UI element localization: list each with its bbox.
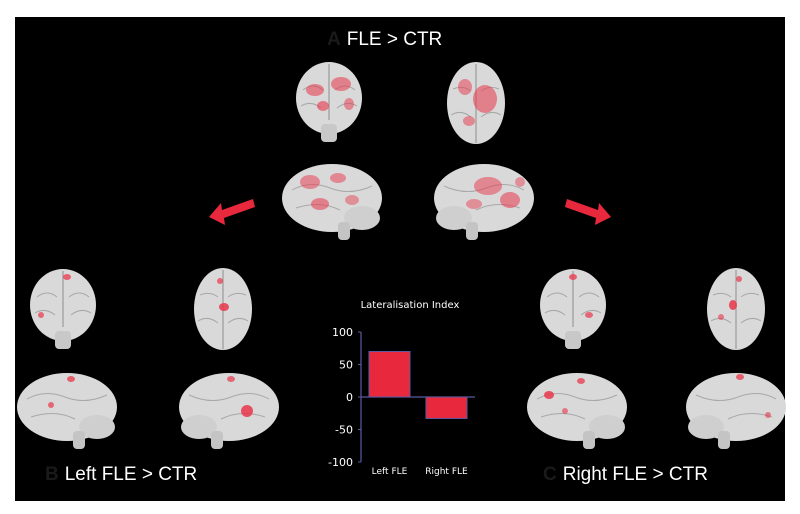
panel-c-label: Right FLE > CTR	[562, 464, 708, 485]
right-arrow-icon	[565, 199, 611, 225]
y-tick-label: 50	[339, 359, 353, 372]
panel-b-label: Left FLE > CTR	[64, 464, 198, 485]
y-tick-label: 100	[332, 326, 353, 339]
y-tick-label: 0	[346, 391, 353, 404]
panel-c-brain-top	[707, 268, 765, 350]
panel-a-brain-top	[447, 62, 505, 144]
panel-b-brain-front	[30, 269, 96, 349]
panel-b-brain-right-lateral	[179, 373, 279, 449]
panel-b-brain-top	[194, 268, 252, 350]
bar-right-fle	[425, 396, 468, 419]
panel-c-brain-front	[540, 269, 606, 349]
panel-a-letter: A	[327, 29, 341, 50]
left-arrow-icon	[209, 199, 255, 225]
chart-category-labels: Left FLE Right FLE	[372, 467, 468, 477]
chart-bars	[368, 351, 468, 419]
panel-b-letter: B	[45, 464, 59, 485]
panel-c-letter: C	[543, 464, 557, 485]
panel-c-brain-left-lateral	[527, 373, 627, 449]
category-label: Left FLE	[372, 467, 408, 477]
chart-ticks: 100 50 0 -50 -100	[328, 326, 361, 469]
panel-b-brain-left-lateral	[17, 373, 117, 449]
y-tick-label: -100	[328, 456, 353, 469]
panel-a-brain-right-lateral	[434, 164, 534, 240]
y-tick-label: -50	[335, 424, 353, 437]
panel-a-brain-front	[296, 62, 362, 142]
panel-a-label: FLE > CTR	[346, 29, 443, 50]
lateralisation-index-chart: Lateralisation Index 100 50 0 -50 -100 Left …	[328, 300, 475, 477]
category-label: Right FLE	[425, 467, 468, 477]
bar-left-fle	[368, 351, 411, 398]
chart-title: Lateralisation Index	[361, 300, 460, 311]
panel-c-brain-right-lateral	[686, 373, 786, 449]
panel-a-brain-left-lateral	[282, 164, 382, 240]
